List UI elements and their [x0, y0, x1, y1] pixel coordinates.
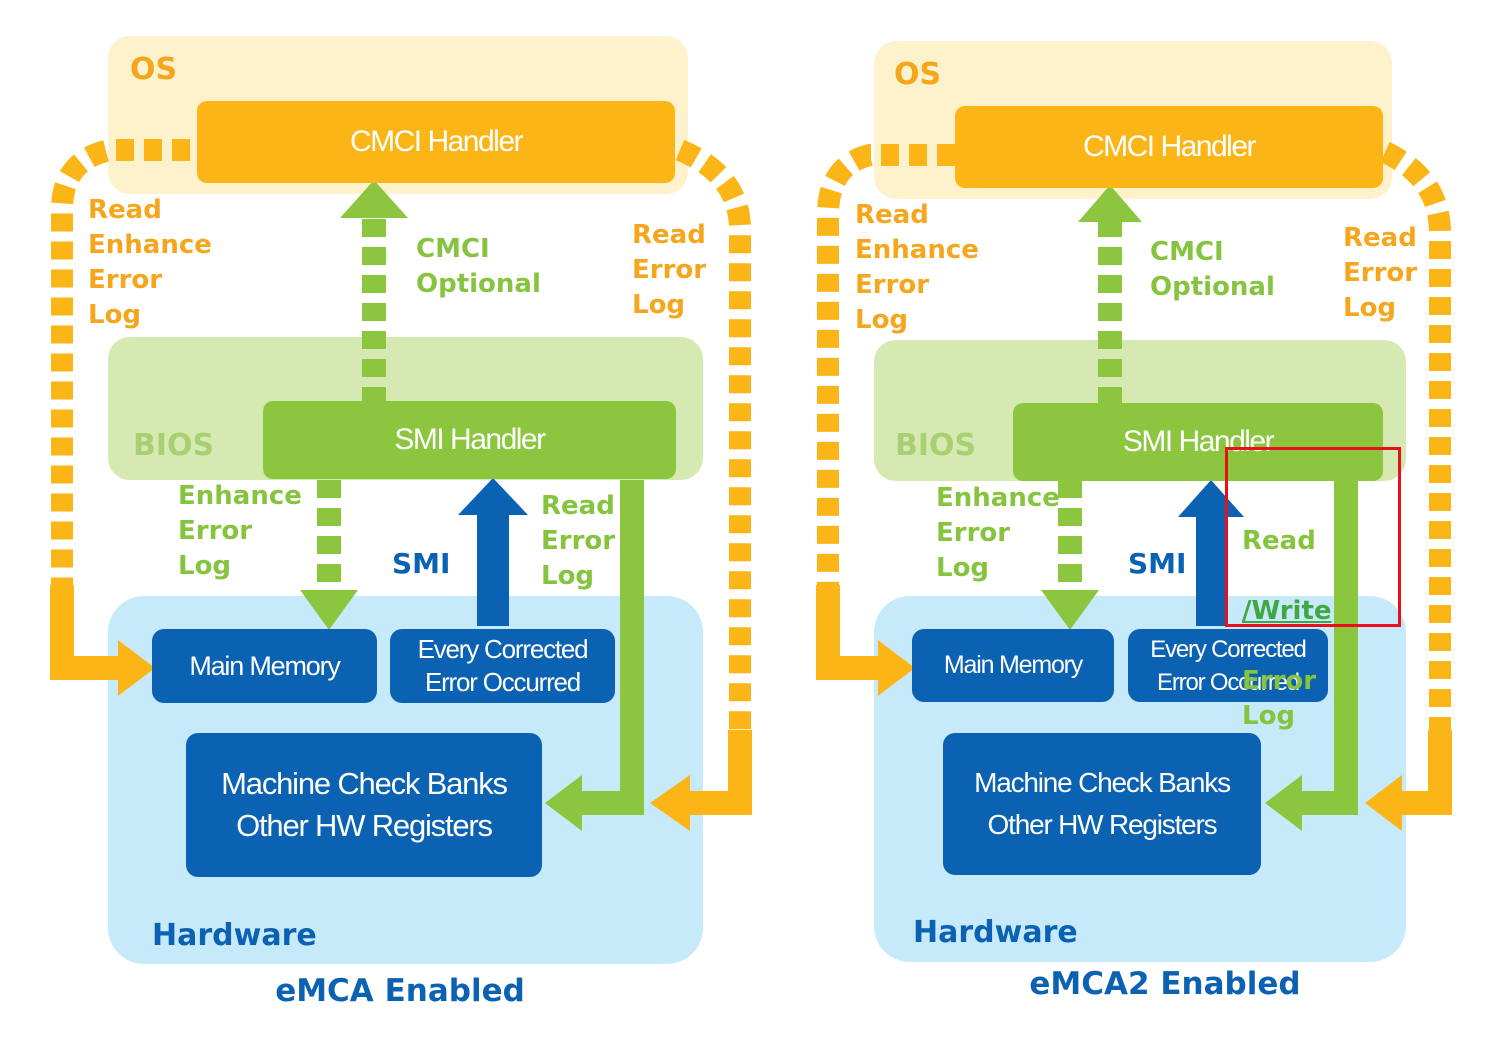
write-text: /Write: [1242, 596, 1332, 626]
enhance-error-log-label: Enhance Error Log: [178, 481, 302, 581]
main-memory-box: Main Memory: [152, 629, 377, 703]
enhance-error-log-label: Enhance Error Log: [936, 483, 1060, 583]
bios-label: BIOS: [895, 428, 977, 463]
machine-check-label: Machine Check Banks Other HW Registers: [221, 766, 508, 843]
machine-check-box: Machine Check Banks Other HW Registers: [186, 733, 542, 877]
error-log-text: Error Log: [1242, 666, 1317, 731]
os-label: OS: [130, 52, 178, 87]
emca-caption: eMCA Enabled: [275, 973, 525, 1009]
main-memory-box: Main Memory: [912, 629, 1114, 702]
smi-handler-label: SMI Handler: [394, 423, 546, 456]
hardware-label: Hardware: [913, 915, 1078, 950]
machine-check-label: Machine Check Banks Other HW Registers: [974, 767, 1231, 840]
cmci-handler-label: CMCI Handler: [1082, 130, 1257, 163]
read-enhance-error-log-label: Read Enhance Error Log: [855, 200, 979, 335]
os-label: OS: [894, 57, 942, 92]
cmci-optional-label: CMCI Optional: [416, 234, 541, 299]
smi-handler: SMI Handler: [1013, 403, 1383, 481]
read-error-log-os-label: Read Error Log: [1343, 223, 1418, 323]
cmci-handler-label: CMCI Handler: [349, 125, 524, 158]
every-corrected-box: Every Corrected Error Occurred: [1128, 629, 1328, 702]
smi-label: SMI: [392, 547, 451, 580]
smi-label: SMI: [1128, 547, 1187, 580]
bios-label: BIOS: [133, 428, 215, 463]
highlight-box: [1225, 447, 1401, 627]
smi-handler: SMI Handler: [263, 401, 676, 479]
every-corrected-label: Every Corrected Error Occurred: [417, 634, 589, 697]
machine-check-box: Machine Check Banks Other HW Registers: [943, 733, 1261, 875]
every-corrected-box: Every Corrected Error Occurred: [390, 629, 615, 703]
main-memory-label: Main Memory: [189, 650, 341, 681]
cmci-handler: CMCI Handler: [955, 106, 1383, 188]
hardware-label: Hardware: [152, 918, 317, 953]
arrow-head: [118, 640, 155, 696]
emca2-caption: eMCA2 Enabled: [1029, 966, 1301, 1002]
read-enhance-error-log-label: Read Enhance Error Log: [88, 195, 212, 330]
read-error-log-bios-label: Read Error Log: [541, 491, 616, 591]
cmci-handler: CMCI Handler: [197, 101, 675, 183]
main-memory-label: Main Memory: [943, 651, 1083, 679]
read-write-error-log-label: Read /Write Error Log: [1242, 489, 1332, 769]
read-error-log-os-label: Read Error Log: [632, 220, 707, 320]
cmci-optional-label: CMCI Optional: [1150, 237, 1275, 302]
read-text: Read: [1242, 526, 1316, 556]
smi-handler-label: SMI Handler: [1122, 425, 1275, 458]
every-corrected-label: Every Corrected Error Occurred: [1150, 635, 1307, 696]
